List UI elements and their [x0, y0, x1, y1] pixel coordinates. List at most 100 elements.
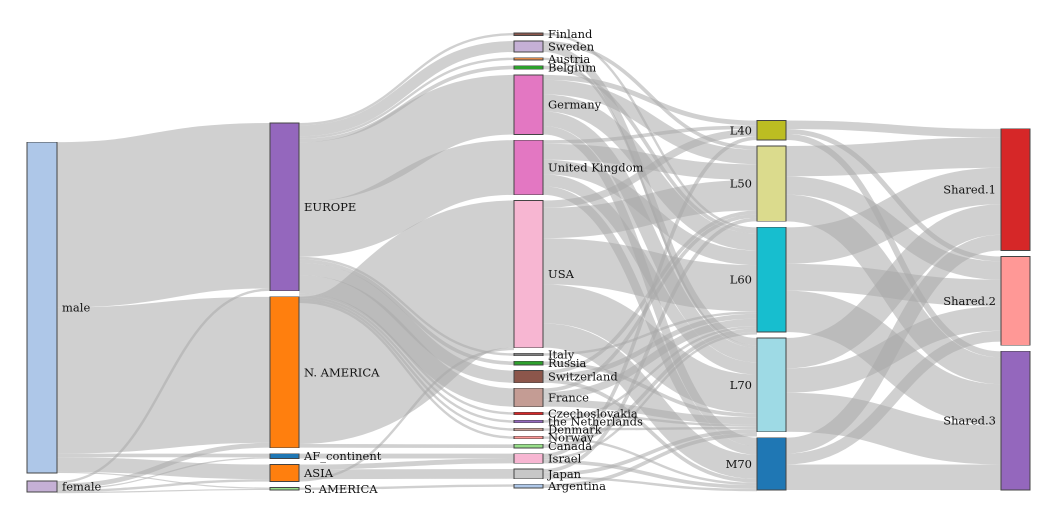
node-shared1 [1000, 128, 1031, 251]
label-france: France [548, 390, 589, 404]
link-usa-to-l50 [542, 180, 758, 239]
node-samerica [269, 487, 300, 491]
label-l50: L50 [730, 177, 752, 191]
label-male: male [62, 301, 90, 315]
label-denmark: Denmark [548, 423, 603, 437]
label-italy: Italy [548, 348, 575, 362]
label-sweden: Sweden [548, 40, 595, 54]
link-europe-to-austria [298, 57, 515, 139]
node-finland [513, 32, 544, 36]
link-europe-to-finland [298, 33, 515, 126]
label-germany: Germany [548, 98, 602, 112]
links-layer [56, 33, 1002, 494]
node-l50 [756, 145, 787, 222]
label-russia: Russia [548, 356, 587, 370]
node-russia [513, 360, 544, 366]
label-japan: Japan [547, 467, 582, 481]
node-japan [513, 468, 544, 480]
link-l70-to-shared1 [785, 204, 1002, 369]
nodes-layer [26, 32, 1031, 493]
link-germany-to-l70 [542, 111, 758, 363]
label-netherlands: the Netherlands [548, 414, 643, 428]
link-male-to-asia [56, 457, 271, 480]
link-europe-to-germany [298, 74, 515, 203]
link-france-to-l70 [542, 399, 758, 425]
link-argentina-to-l70 [542, 432, 758, 488]
link-female-to-samerica [56, 488, 271, 494]
label-l60: L60 [730, 273, 752, 287]
link-italy-to-l60 [542, 311, 758, 356]
link-netherlands-to-l60 [542, 325, 758, 423]
label-canada: Canada [548, 439, 592, 453]
label-shared2: Shared.2 [943, 294, 996, 308]
node-netherlands [513, 419, 544, 424]
node-usa [513, 200, 544, 349]
node-germany [513, 74, 544, 135]
link-israel-to-l40 [542, 136, 758, 458]
link-female-to-europe [56, 288, 271, 484]
node-m70 [756, 437, 787, 491]
node-sweden [513, 40, 544, 53]
label-l70: L70 [730, 378, 752, 392]
node-female [26, 480, 58, 493]
link-czech-to-l70 [542, 412, 758, 427]
label-belgium: Belgium [548, 60, 596, 74]
link-israel-to-l60 [542, 332, 758, 460]
node-uk [513, 139, 544, 196]
link-denmark-to-l70 [542, 426, 758, 431]
link-uk-to-l50 [542, 143, 758, 181]
link-usa-to-l40 [542, 129, 758, 208]
label-uk: United Kingdom [548, 161, 644, 175]
link-france-to-l60 [542, 318, 758, 400]
label-norway: Norway [548, 431, 594, 445]
label-l40: L40 [730, 123, 752, 137]
label-argentina: Argentina [547, 479, 606, 493]
label-czech: Czechoslovakia [548, 406, 638, 420]
node-l40 [756, 120, 787, 141]
node-austria [513, 57, 544, 61]
link-m70-to-shared2 [785, 330, 1002, 465]
link-germany-to-l40 [542, 74, 758, 126]
label-afcontinent: AF_continent [303, 449, 382, 463]
link-female-to-asia [56, 479, 271, 492]
label-austria: Austria [547, 52, 590, 66]
node-norway [513, 436, 544, 440]
link-asia-to-israel [298, 458, 515, 470]
link-l50-to-shared1 [785, 137, 1002, 177]
link-france-to-l50 [542, 214, 758, 393]
node-asia [269, 464, 300, 482]
link-japan-to-m70 [542, 476, 758, 492]
node-namerica [269, 296, 300, 449]
node-shared3 [1000, 350, 1031, 491]
node-canada [513, 444, 544, 449]
link-switzerland-to-m70 [542, 379, 758, 483]
link-usa-to-m70 [542, 323, 758, 480]
node-l60 [756, 227, 787, 333]
label-female: female [62, 480, 102, 494]
label-europe: EUROPE [304, 200, 356, 214]
node-switzerland [513, 370, 544, 384]
node-france [513, 388, 544, 407]
node-czech [513, 411, 544, 416]
link-male-to-europe [56, 122, 271, 308]
link-male-to-namerica [56, 296, 271, 454]
label-finland: Finland [548, 27, 593, 41]
node-europe [269, 122, 300, 292]
node-l70 [756, 337, 787, 433]
link-female-to-afcontinent [56, 457, 271, 490]
link-namerica-to-usa [295, 200, 518, 445]
label-shared3: Shared.3 [943, 414, 996, 428]
node-male [26, 141, 58, 474]
link-uk-to-l40 [542, 125, 758, 144]
node-afcontinent [269, 453, 300, 459]
link-m70-to-shared1 [785, 234, 1002, 454]
label-switzerland: Switzerland [548, 370, 618, 384]
link-female-to-namerica [56, 442, 271, 489]
node-denmark [513, 427, 544, 432]
link-l40-to-shared1 [785, 120, 1002, 138]
node-shared2 [1000, 256, 1031, 346]
label-shared1: Shared.1 [943, 183, 996, 197]
